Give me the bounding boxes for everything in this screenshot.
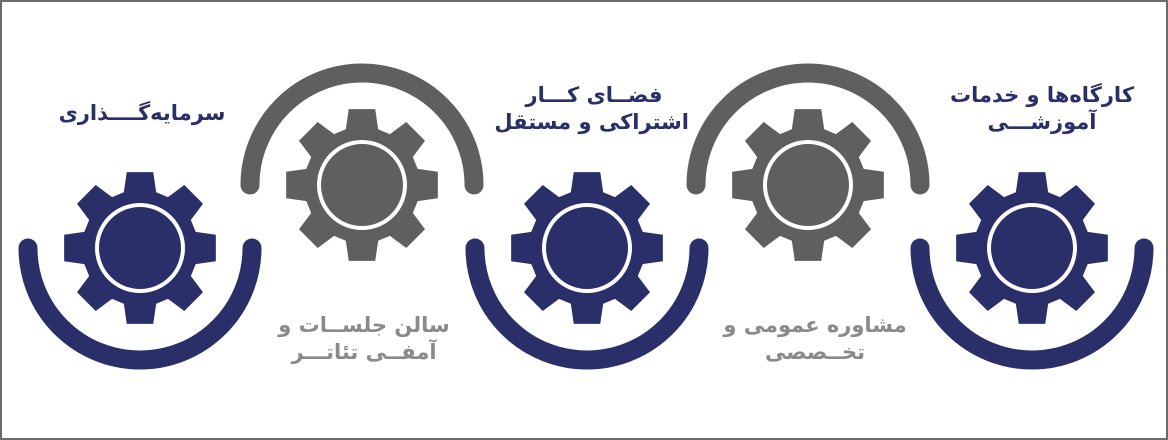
coworking-space-gear: [465, 172, 709, 370]
label-workshops-line-2: آموزشـــی: [987, 110, 1097, 134]
gear-arc: [240, 63, 484, 195]
label-coworking-space-line-2: اشتراکی و مستقل: [494, 110, 689, 134]
label-workshops-line-1: کارگاه‌ها و خدمات: [949, 83, 1135, 107]
label-coworking-space-line-1: فضــای کـــار: [525, 83, 663, 107]
gear-arc: [910, 238, 1154, 370]
gear-hub-icon: [317, 140, 407, 230]
gear-hub-icon: [542, 203, 632, 293]
label-investment-line-1: سرمایه‌گــــذاری: [58, 101, 226, 125]
label-consulting-line-1: مشاوره عمومی و: [723, 313, 907, 337]
label-consulting: مشاوره عمومی و تخــصصی: [720, 312, 910, 366]
gear-hub-icon: [987, 203, 1077, 293]
investment-gear: [18, 172, 262, 370]
gear-hub-icon: [95, 203, 185, 293]
label-workshops: کارگاه‌ها و خدمات آموزشـــی: [942, 82, 1142, 136]
label-meeting-hall-line-2: آمفــی تئاتـــر: [291, 340, 437, 364]
workshops-gear: [910, 172, 1154, 370]
label-coworking-space: فضــای کـــار اشتراکی و مستقل: [494, 82, 689, 136]
gear-arc: [686, 63, 930, 195]
gear-arc: [465, 238, 709, 370]
label-consulting-line-2: تخــصصی: [764, 340, 865, 364]
gear-arc: [18, 238, 262, 370]
gear-hub-icon: [763, 140, 853, 230]
label-meeting-hall-line-1: سالن جلســات و: [278, 313, 450, 337]
label-meeting-hall: سالن جلســات و آمفــی تئاتـــر: [274, 312, 454, 366]
meeting-hall-gear: [240, 63, 484, 261]
consulting-gear: [686, 63, 930, 261]
label-investment: سرمایه‌گــــذاری: [52, 100, 232, 127]
